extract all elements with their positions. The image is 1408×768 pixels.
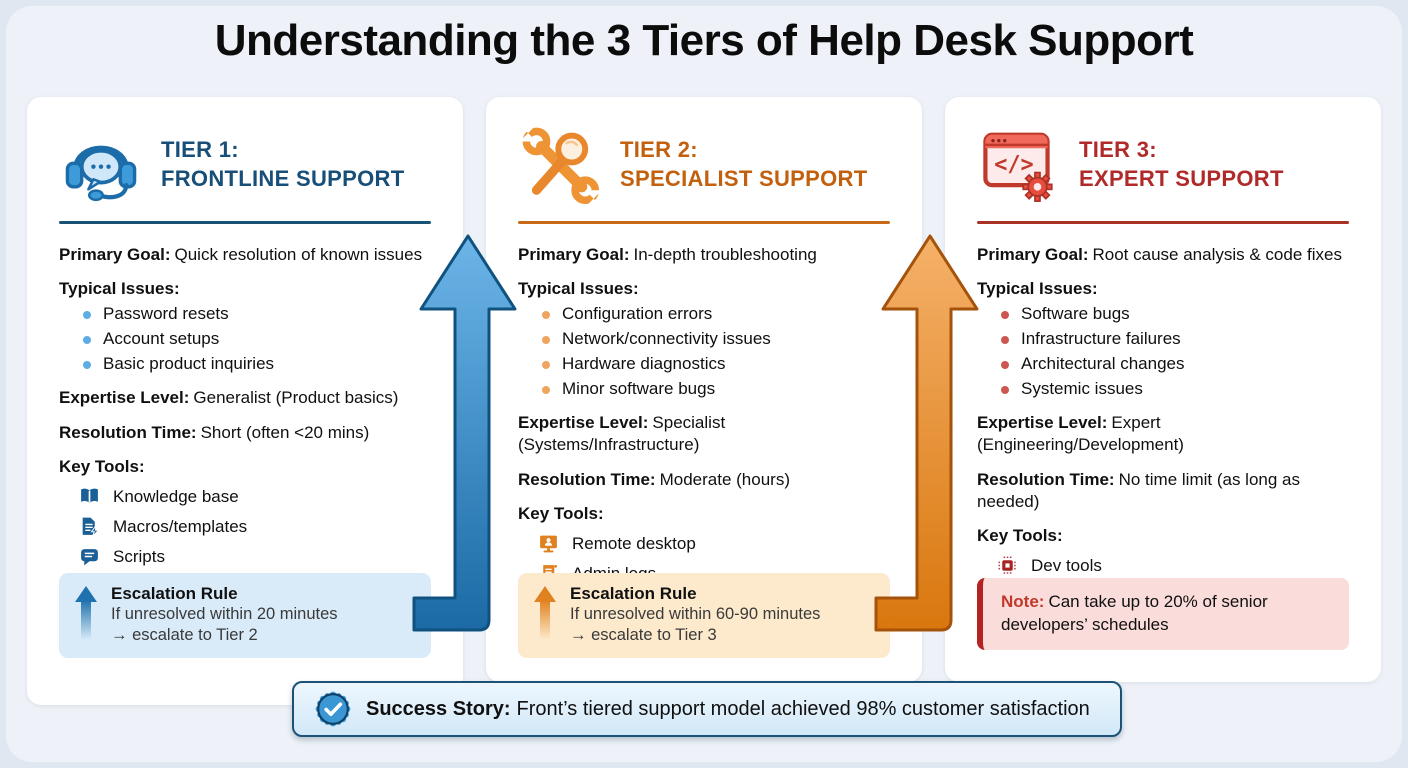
tier2-divider — [518, 221, 890, 224]
list-item: Infrastructure failures — [977, 329, 1349, 349]
tier2-title: TIER 2: SPECIALIST SUPPORT — [620, 137, 868, 191]
list-item: Hardware diagnostics — [518, 354, 890, 374]
tier3-header: </> TIER 3: EXPERT SUPPORT — [977, 123, 1349, 207]
tier2-key-tools-label: Key Tools: — [518, 504, 604, 524]
tier1-primary-goal: Primary Goal:Quick resolution of known i… — [59, 245, 423, 264]
list-item: Knowledge base — [59, 486, 431, 507]
tier1-title: TIER 1: FRONTLINE SUPPORT — [161, 137, 405, 191]
escalation-arrow-icon — [75, 586, 97, 640]
tier1-typical-issues-list: Password resets Account setups Basic pro… — [59, 304, 431, 374]
note-label: Note: — [1001, 592, 1045, 611]
tier2-primary-goal: Primary Goal:In-depth troubleshooting — [518, 245, 817, 264]
success-story-text: Success Story:Front’s tiered support mod… — [366, 697, 1090, 720]
tier1-resolution: Resolution Time:Short (often <20 mins) — [59, 423, 370, 443]
tier1-key-tools-label: Key Tools: — [59, 457, 145, 477]
tier2-to-tier3-arrow — [874, 234, 979, 632]
tier1-typical-issues-label: Typical Issues: — [59, 279, 180, 299]
tier3-key-tools-label: Key Tools: — [977, 526, 1063, 546]
tier3-expertise: Expertise Level:Expert (Engineering/Deve… — [977, 413, 1184, 455]
tier1-divider — [59, 221, 431, 224]
escalation-line: If unresolved within 60-90 minutes — [570, 605, 821, 623]
tier1-expertise: Expertise Level:Generalist (Product basi… — [59, 388, 399, 408]
tier3-typical-issues-list: Software bugs Infrastructure failures Ar… — [977, 304, 1349, 399]
escalation-line: → escalate to Tier 2 — [111, 626, 258, 645]
escalation-arrow-icon — [534, 586, 556, 640]
list-item: Minor software bugs — [518, 379, 890, 399]
tier1-card: TIER 1: FRONTLINE SUPPORT Primary Goal:Q… — [27, 97, 463, 705]
tier2-card: TIER 2: SPECIALIST SUPPORT Primary Goal:… — [486, 97, 922, 682]
tier1-escalation-box: Escalation Rule If unresolved within 20 … — [59, 573, 431, 658]
list-item: Architectural changes — [977, 354, 1349, 374]
tier1-tools-list: Knowledge base Macros/templates Scripts — [59, 486, 431, 567]
tier2-header: TIER 2: SPECIALIST SUPPORT — [518, 123, 890, 207]
success-story-banner: Success Story:Front’s tiered support mod… — [292, 681, 1122, 737]
dev-tools-icon — [998, 557, 1017, 575]
remote-desktop-icon — [540, 536, 557, 553]
wrench-magnifier-icon — [519, 124, 602, 207]
tier2-resolution: Resolution Time:Moderate (hours) — [518, 470, 790, 490]
tier3-title: TIER 3: EXPERT SUPPORT — [1079, 137, 1284, 191]
code-window-gear-icon: </> — [983, 132, 1053, 202]
list-item: Basic product inquiries — [59, 354, 431, 374]
tier2-typical-issues-list: Configuration errors Network/connectivit… — [518, 304, 890, 399]
escalation-line: If unresolved within 20 minutes — [111, 605, 338, 623]
headset-icon — [65, 145, 137, 202]
tier3-typical-issues-label: Typical Issues: — [977, 279, 1098, 299]
knowledge-base-icon — [81, 488, 98, 504]
escalation-title: Escalation Rule — [570, 584, 697, 603]
page-title: Understanding the 3 Tiers of Help Desk S… — [214, 16, 1194, 65]
list-item: Account setups — [59, 329, 431, 349]
list-item: Systemic issues — [977, 379, 1349, 399]
verified-badge-icon — [315, 691, 351, 727]
tier3-card: </> TIER 3: EXPERT SUPPORT — [945, 97, 1381, 682]
note-text: Can take up to 20% of senior developers’… — [1001, 592, 1268, 634]
list-item: Network/connectivity issues — [518, 329, 890, 349]
escalation-line: → escalate to Tier 3 — [570, 626, 717, 645]
list-item: Software bugs — [977, 304, 1349, 324]
scripts-icon — [81, 549, 98, 566]
tier3-note-box: Note:Can take up to 20% of senior develo… — [977, 578, 1349, 650]
tier1-to-tier2-arrow — [412, 234, 517, 632]
tier2-expertise: Expertise Level:Specialist (Systems/Infr… — [518, 413, 726, 455]
list-item: Remote desktop — [518, 533, 890, 554]
escalation-title: Escalation Rule — [111, 584, 238, 603]
list-item: Configuration errors — [518, 304, 890, 324]
tier2-escalation-box: Escalation Rule If unresolved within 60-… — [518, 573, 890, 658]
tier1-header: TIER 1: FRONTLINE SUPPORT — [59, 123, 431, 207]
tier3-divider — [977, 221, 1349, 224]
tier3-resolution: Resolution Time:No time limit (as long a… — [977, 470, 1300, 512]
list-item: Scripts — [59, 546, 431, 567]
list-item: Macros/templates — [59, 516, 431, 538]
macros-templates-icon — [82, 517, 100, 538]
tier2-typical-issues-label: Typical Issues: — [518, 279, 639, 299]
list-item: Dev tools — [977, 555, 1349, 576]
svg-text:</>: </> — [994, 153, 1033, 178]
tier3-primary-goal: Primary Goal:Root cause analysis & code … — [977, 245, 1342, 264]
list-item: Password resets — [59, 304, 431, 324]
